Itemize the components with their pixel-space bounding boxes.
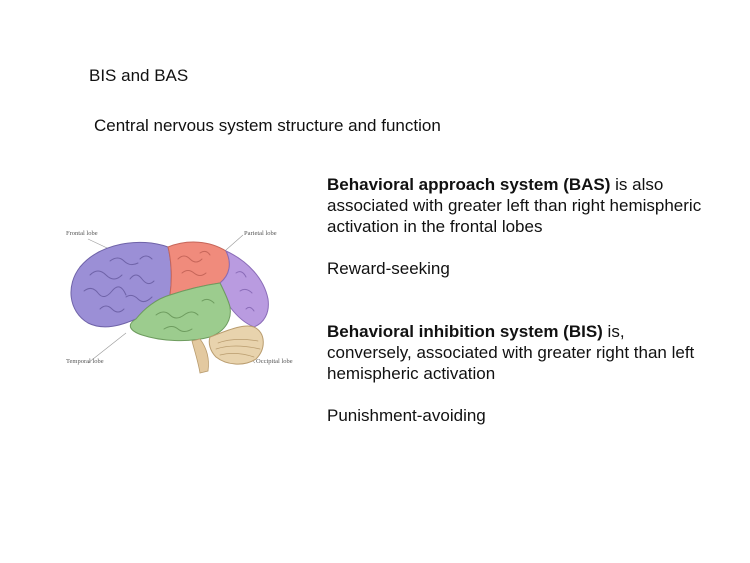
slide-title: BIS and BAS [89, 66, 189, 85]
bis-description-text: is, conversely, associated with greater … [327, 322, 695, 383]
bis-description: Behavioral inhibition system (BIS) is, c… [327, 321, 707, 384]
brainstem-region [191, 338, 209, 374]
bas-summary: Reward-seeking [327, 259, 450, 278]
brain-lobes-figure: Frontal lobe Parietal lobe Temporal lobe… [60, 215, 300, 385]
temporal-lobe-region [129, 282, 231, 342]
bis-term: Behavioral inhibition system (BIS) [327, 322, 603, 341]
content-column: Behavioral approach system (BAS) is also… [327, 174, 707, 426]
bis-summary: Punishment-avoiding [327, 406, 486, 425]
bas-term: Behavioral approach system (BAS) [327, 175, 611, 194]
label-temporal-lobe: Temporal lobe [66, 358, 104, 365]
bas-description: Behavioral approach system (BAS) is also… [327, 174, 707, 237]
label-frontal-lobe: Frontal lobe [66, 230, 98, 237]
brain-illustration [70, 234, 269, 374]
bas-description-text: is also associated with greater left tha… [327, 175, 702, 236]
slide-subtitle: Central nervous system structure and fun… [94, 116, 441, 135]
label-occipital-lobe: Occipital lobe [256, 358, 293, 365]
label-parietal-lobe: Parietal lobe [244, 230, 277, 237]
